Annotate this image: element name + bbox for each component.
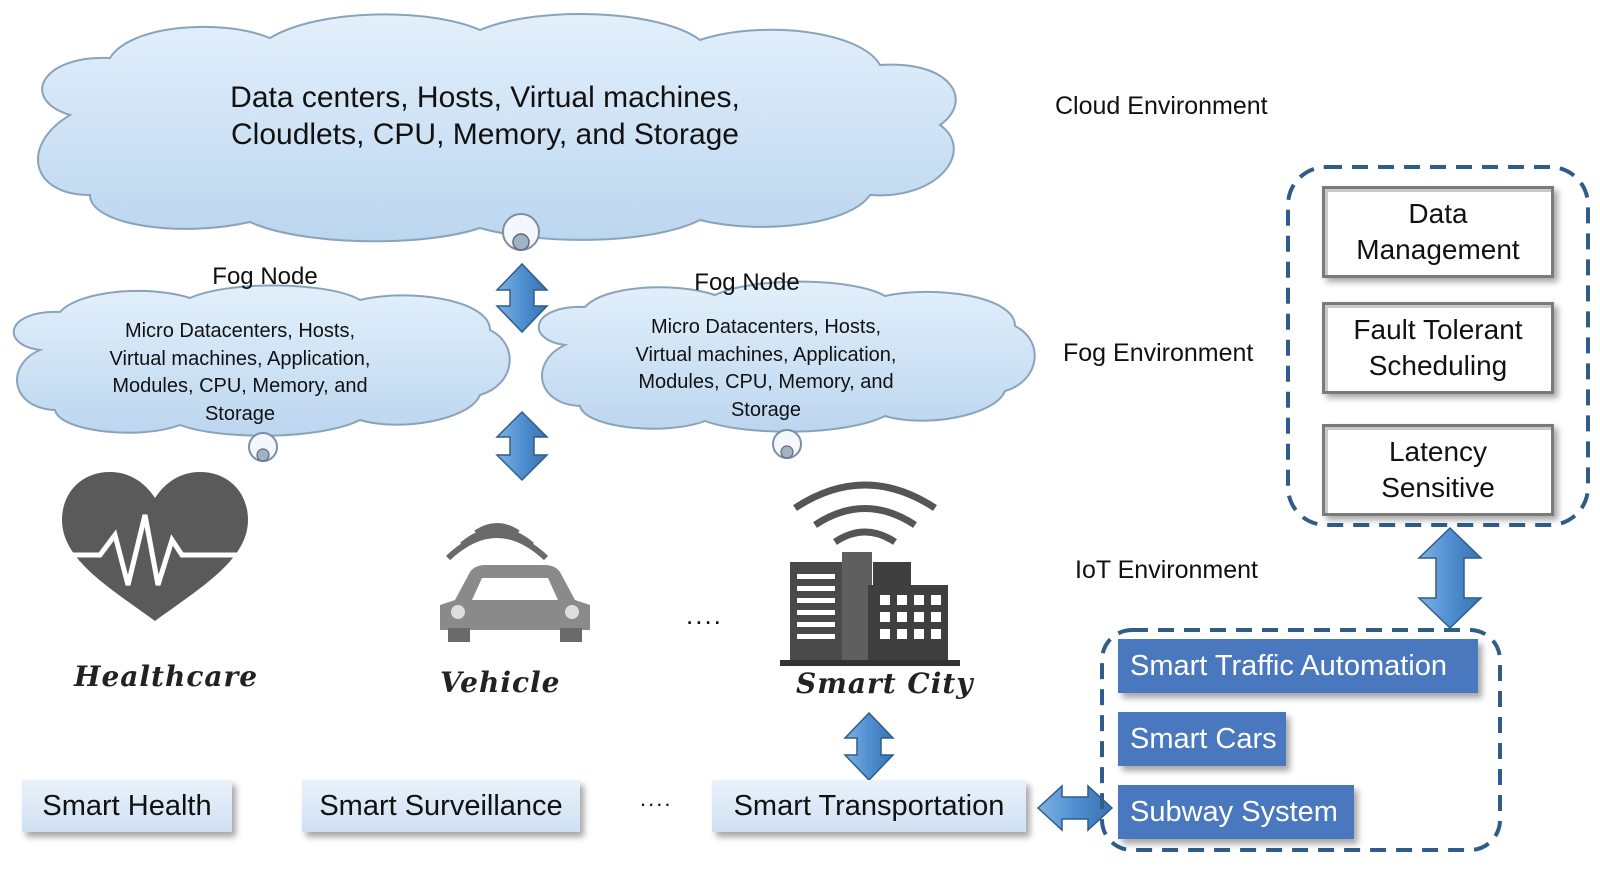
smart-cars-button[interactable]: Smart Cars (1118, 712, 1286, 766)
fog-cloud-shape-2 (537, 280, 1036, 433)
double-arrow-cloud-fog (495, 262, 549, 334)
heart-pulse-icon (62, 472, 248, 621)
apps-ellipsis: .... (640, 786, 673, 811)
fog-connector-icon-1 (248, 432, 278, 462)
fog-node-label-1: Fog Node (212, 263, 318, 290)
data-management-box: Data Management (1322, 186, 1554, 278)
fog-node-label-2: Fog Node (694, 269, 800, 296)
cloud-text-line-1: Data centers, Hosts, Virtual machines, (230, 81, 740, 114)
city-buildings-icon (780, 552, 960, 666)
fog-cloud-2-line-1: Micro Datacenters, Hosts, (650, 316, 882, 338)
fog-cloud-1-line-4: Storage (204, 402, 276, 425)
vehicle-label: Vehicle (440, 666, 561, 699)
fog-cloud-shape-1 (12, 284, 511, 437)
fog-cloud-2-line-2: Virtual machines, Application, (635, 343, 897, 366)
fault-tolerant-line-1: Fault Tolerant (1353, 313, 1523, 345)
data-management-line-1: Data (1408, 197, 1468, 229)
devices-ellipsis: .... (686, 600, 723, 630)
fog-cloud-text-1: Micro Datacenters, Hosts, Virtual machin… (70, 318, 410, 428)
car-body-icon (440, 565, 590, 642)
healthcare-label: Healthcare (74, 660, 259, 693)
car-icon (445, 523, 549, 561)
fog-connector-icon-2 (772, 429, 802, 459)
double-arrow-city-transport (843, 711, 895, 782)
cloud-shape (36, 12, 957, 243)
fog-cloud-1-line-2: Virtual machines, Application, (109, 347, 371, 370)
horizontal-double-arrow (1036, 784, 1114, 832)
double-arrow-panels (1417, 526, 1483, 630)
data-management-line-2: Management (1356, 234, 1520, 265)
fog-cloud-2-line-4: Storage (730, 398, 802, 421)
smart-surveillance-button[interactable]: Smart Surveillance (302, 780, 580, 832)
smart-city-label: Smart City (796, 667, 974, 700)
fog-cloud-2-line-3: Modules, CPU, Memory, and (638, 371, 894, 394)
cloud-text: Data centers, Hosts, Virtual machines, C… (160, 80, 810, 153)
latency-sensitive-line-1: Latency (1388, 435, 1488, 467)
fog-cloud-1-line-3: Modules, CPU, Memory, and (112, 375, 368, 398)
cloud-text-line-2: Cloudlets, CPU, Memory, and Storage (231, 117, 739, 151)
wifi-signal-icon (793, 481, 937, 545)
iot-environment-label: IoT Environment (1075, 556, 1258, 584)
transport-dashed-panel (1100, 628, 1502, 852)
fog-cloud-1-line-1: Micro Datacenters, Hosts, (124, 320, 356, 342)
right-dashed-panel (1286, 165, 1590, 527)
latency-sensitive-line-2: Sensitive (1381, 472, 1495, 503)
latency-sensitive-box: Latency Sensitive (1322, 424, 1554, 516)
smart-traffic-automation-button[interactable]: Smart Traffic Automation (1118, 639, 1478, 693)
fault-tolerant-scheduling-box: Fault Tolerant Scheduling (1322, 302, 1554, 394)
cloud-connector-icon (502, 213, 540, 251)
subway-system-button[interactable]: Subway System (1118, 785, 1354, 839)
fog-cloud-text-2: Micro Datacenters, Hosts, Virtual machin… (596, 314, 936, 424)
smart-health-button[interactable]: Smart Health (22, 780, 232, 832)
cloud-environment-label: Cloud Environment (1055, 92, 1268, 120)
fog-environment-label: Fog Environment (1063, 339, 1254, 367)
fault-tolerant-line-2: Scheduling (1368, 350, 1508, 381)
double-arrow-fog-iot (495, 410, 549, 482)
smart-transportation-button[interactable]: Smart Transportation (712, 780, 1026, 832)
